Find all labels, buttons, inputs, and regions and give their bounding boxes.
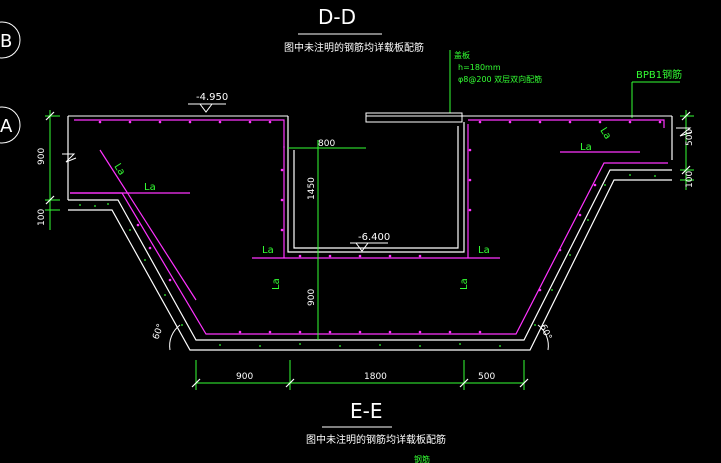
- la-label-mid-right: La: [478, 245, 490, 256]
- section-title-ee: E-E: [350, 399, 383, 423]
- dim-right-100: 100: [685, 171, 695, 188]
- la-label-right: La: [580, 142, 592, 153]
- dim-depth-900: 900: [307, 289, 317, 306]
- dim-bottom-1800: 1800: [364, 372, 387, 382]
- dim-left-100: 100: [37, 209, 47, 226]
- dim-opening-800: 800: [318, 139, 335, 149]
- break-symbols: [62, 127, 693, 163]
- grid-bubble-b: B: [0, 21, 21, 59]
- pit-walls: [67, 116, 673, 253]
- bpb-label: BPB1钢筋: [636, 68, 682, 81]
- concrete-hatch: [79, 174, 656, 347]
- dimension-texts: 900 100 800 1450 900 500 100 900 1800 50…: [37, 129, 695, 382]
- ground-lines: [68, 112, 672, 123]
- elevation-top: -4.950: [188, 92, 228, 113]
- angle-left: 60°: [151, 323, 166, 341]
- la-label-vert-right: La: [459, 278, 470, 290]
- section-note-top: 图中未注明的钢筋均详载板配筋: [284, 41, 424, 54]
- la-label-left: La: [144, 182, 156, 193]
- elevation-top-label: -4.950: [196, 92, 228, 103]
- dimension-lines: [45, 110, 694, 390]
- section-title-dd: D-D: [318, 5, 356, 29]
- slab-callout-line3: φ8@200 双层双向配筋: [458, 74, 542, 84]
- grid-bubble-a: A: [0, 106, 21, 144]
- slab-callout-line1: 盖板: [454, 50, 470, 60]
- grid-bubble-a-label: A: [0, 116, 13, 137]
- section-title-top: D-D 图中未注明的钢筋均详载板配筋: [284, 5, 424, 54]
- dim-left-900: 900: [37, 148, 47, 165]
- rebar-dots: [98, 120, 662, 334]
- elevation-bottom: -6.400: [350, 232, 390, 252]
- grid-bubble-b-label: B: [0, 31, 12, 52]
- la-label-vert-left: La: [271, 278, 282, 290]
- stray-text: 钢筋: [414, 454, 430, 463]
- rebar-lines: [70, 119, 668, 335]
- la-label-mid-left: La: [262, 245, 274, 256]
- angle-right: 60°: [537, 323, 553, 342]
- dim-depth-1450: 1450: [307, 177, 317, 200]
- section-note-bottom: 图中未注明的钢筋均详载板配筋: [306, 433, 446, 446]
- section-title-bottom: E-E 图中未注明的钢筋均详载板配筋: [306, 399, 446, 446]
- dim-right-500: 500: [685, 129, 695, 146]
- dimension-ticks: [45, 111, 691, 388]
- dim-bottom-500: 500: [478, 372, 495, 382]
- bpb-callout: BPB1钢筋: [631, 68, 682, 118]
- concrete-shell: [68, 169, 672, 351]
- slab-callout: 盖板 h=180mm φ8@200 双层双向配筋: [442, 50, 542, 114]
- anchorage-labels: La La La La La La La La: [111, 126, 613, 290]
- slab-callout-line2: h=180mm: [458, 63, 501, 72]
- dim-bottom-900: 900: [236, 372, 253, 382]
- elevation-bottom-label: -6.400: [358, 232, 390, 243]
- la-label-right-slope: La: [597, 126, 613, 142]
- la-label-slope: La: [111, 162, 127, 178]
- angle-marks: 60° 60°: [151, 323, 553, 351]
